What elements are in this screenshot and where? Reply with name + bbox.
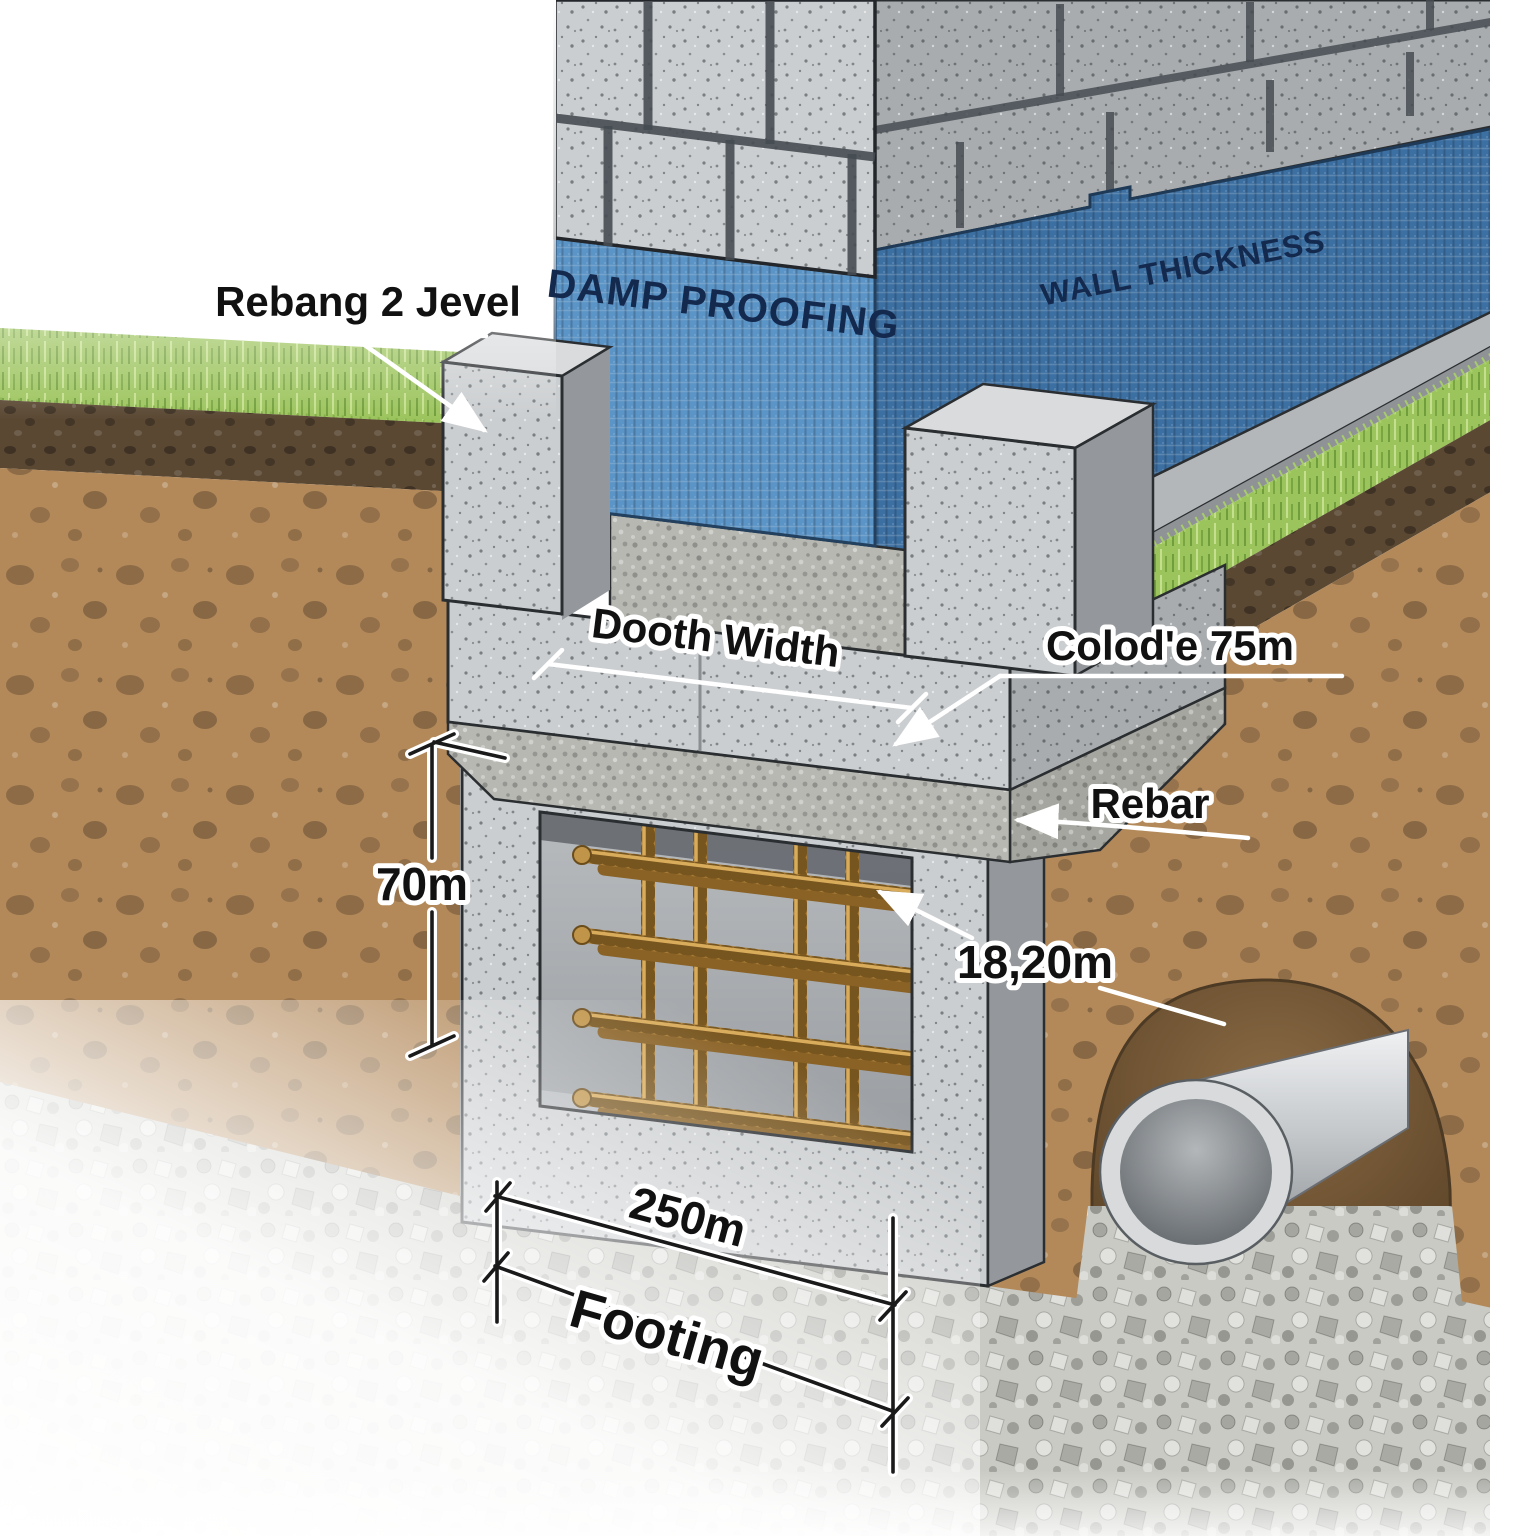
mortar-joints-right: [874, 0, 1536, 228]
callout-rebar-level-leader: [349, 333, 488, 433]
footing-width-line: [484, 1181, 908, 1322]
footing-interior-shadow: [540, 812, 912, 886]
rebar-leader: [1013, 803, 1251, 841]
rebar-spacing-leader-tail: [1097, 985, 1227, 1027]
callout-rebar-level-text: Rebang 2 Jevel: [215, 278, 521, 325]
mortar-joints-front: [554, 2, 876, 275]
dimension-depth: 70m: [371, 729, 510, 1061]
footing-label-line: [482, 1251, 910, 1428]
pipe-opening: [1120, 1099, 1272, 1245]
block-wall-right-face: [873, 0, 1536, 252]
fade-bottom: [0, 1470, 1536, 1536]
gravel-note-text: Colod'e 75m: [1046, 622, 1294, 669]
block-wall-front-face: [553, 0, 877, 279]
extension-lines: [495, 1180, 895, 1474]
stem-left-side: [562, 347, 610, 620]
callout-rebar-spacing: 18,20m: [875, 889, 1227, 1027]
drain-tunnel: [1076, 978, 1462, 1304]
fade-top-left: [0, 0, 556, 420]
rebar-spacing-text: 18,20m: [957, 936, 1113, 988]
callout-rebar-level: Rebang 2 Jevel: [210, 273, 526, 433]
callout-rebar-level-underline: [253, 329, 489, 339]
dooth-width-line: [545, 661, 915, 711]
rebar-spacing-leader: [875, 889, 975, 941]
callout-rebar: Rebar: [1013, 775, 1251, 841]
depth-line: [408, 732, 507, 1058]
depth-text: 70m: [376, 858, 468, 910]
drain-pipe: [1098, 1028, 1409, 1266]
rebar-row: [572, 925, 912, 1008]
callout-gravel-note: Colod'e 75m: [892, 617, 1345, 747]
rebar-row: [572, 845, 912, 928]
white-right-strip: [1490, 0, 1536, 1536]
gravel-note-leader: [892, 673, 1003, 747]
rebar-text: Rebar: [1090, 780, 1209, 827]
foundation-beam: [446, 598, 1012, 792]
rebar-vertical-bars: [641, 812, 859, 1152]
